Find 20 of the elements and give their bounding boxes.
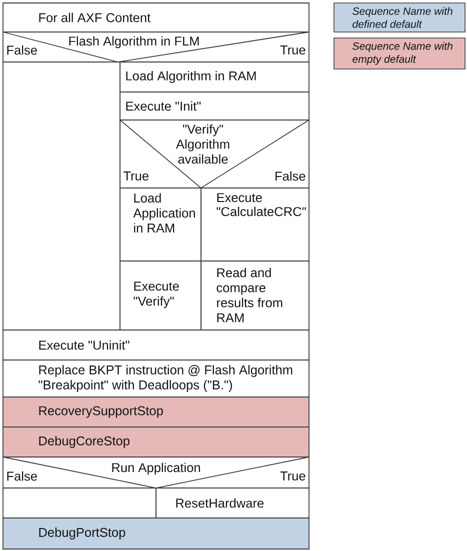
process-box: Execute "Uninit" <box>2 330 310 360</box>
legend-text: Sequence Name with defined default <box>352 7 452 28</box>
process-box: RecoverySupportStop <box>2 396 310 428</box>
branch-label: False <box>7 471 37 481</box>
process-box: Execute "Verify" <box>120 260 202 330</box>
process-box: DebugPortStop <box>2 518 310 550</box>
legend-text: Sequence Name with empty default <box>352 42 452 65</box>
process-box: Load Application in RAM <box>120 188 202 262</box>
process-box: Read and compare results from RAM <box>200 260 310 330</box>
branch-label: False <box>276 171 306 181</box>
process-box: Execute "Init" <box>120 92 310 120</box>
loop-header: For all AXF Content <box>2 2 310 32</box>
process-box: Load Algorithm in RAM <box>120 62 310 92</box>
branch-label: True <box>280 46 306 54</box>
branch-label: False <box>7 45 37 55</box>
process-box: DebugCoreStop <box>2 426 310 458</box>
empty-box <box>2 62 120 330</box>
process-box: Execute "CalculateCRC" <box>200 188 310 262</box>
branch-label: True <box>280 472 306 480</box>
branch-label: True <box>123 172 148 180</box>
